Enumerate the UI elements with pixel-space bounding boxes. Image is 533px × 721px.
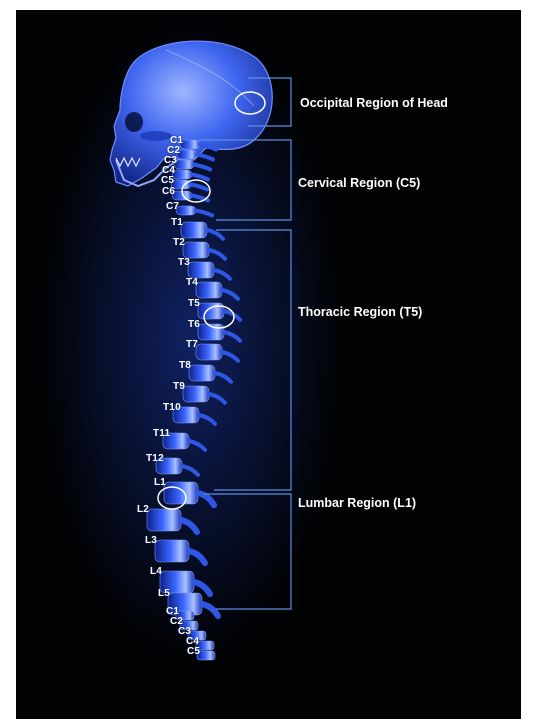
region-label-thoracic: Thoracic Region (T5) (298, 305, 422, 319)
vertebra-label-thoracic-t5: T5 (188, 299, 200, 309)
vertebra-label-lumbar-l2: L2 (137, 505, 149, 515)
vertebra-label-thoracic-t10: T10 (163, 403, 181, 413)
vertebra-label-sacral-c5: C5 (187, 647, 200, 657)
vertebra-label-thoracic-t9: T9 (173, 382, 185, 392)
cheek-bone (140, 131, 172, 141)
vertebra-label-thoracic-t12: T12 (146, 454, 164, 464)
spine-diagram: C1C2C3C4C5C6C7T1T2T3T4T5T6T7T8T9T10T11T1… (16, 10, 521, 719)
vertebra-label-thoracic-t11: T11 (153, 429, 170, 439)
vertebra-label-cervical-c6: C6 (162, 187, 175, 197)
vertebra-label-thoracic-t4: T4 (186, 278, 198, 288)
vertebra-thoracic-t7 (196, 344, 222, 360)
vertebra-thoracic-t2 (183, 242, 209, 258)
spine-illustration (16, 10, 521, 719)
eye-socket (125, 112, 143, 132)
vertebra-label-thoracic-t1: T1 (171, 218, 183, 228)
vertebra-label-cervical-c5: C5 (161, 176, 174, 186)
vertebra-thoracic-t9 (183, 386, 209, 402)
vertebra-label-thoracic-t2: T2 (173, 238, 185, 248)
vertebra-label-cervical-c7: C7 (166, 202, 179, 212)
vertebra-label-thoracic-t8: T8 (179, 361, 191, 371)
vertebra-label-thoracic-t3: T3 (178, 258, 190, 268)
vertebra-label-lumbar-l1: L1 (154, 478, 166, 488)
vertebra-label-thoracic-t7: T7 (186, 340, 198, 350)
region-label-cervical: Cervical Region (C5) (298, 176, 420, 190)
vertebra-label-lumbar-l3: L3 (145, 536, 157, 546)
region-label-head: Occipital Region of Head (300, 96, 448, 110)
vertebra-label-thoracic-t6: T6 (188, 320, 200, 330)
vertebra-thoracic-t8 (189, 365, 215, 381)
vertebra-thoracic-t1 (181, 222, 207, 238)
vertebra-lumbar-l2 (147, 509, 181, 531)
vertebra-label-lumbar-l5: L5 (158, 589, 170, 599)
vertebra-thoracic-t3 (188, 262, 214, 278)
vertebra-lumbar-l3 (155, 540, 189, 562)
vertebra-label-lumbar-l4: L4 (150, 567, 162, 577)
vertebra-thoracic-t4 (196, 282, 222, 298)
region-label-lumbar: Lumbar Region (L1) (298, 496, 416, 510)
vertebra-lumbar-l1 (164, 482, 198, 504)
